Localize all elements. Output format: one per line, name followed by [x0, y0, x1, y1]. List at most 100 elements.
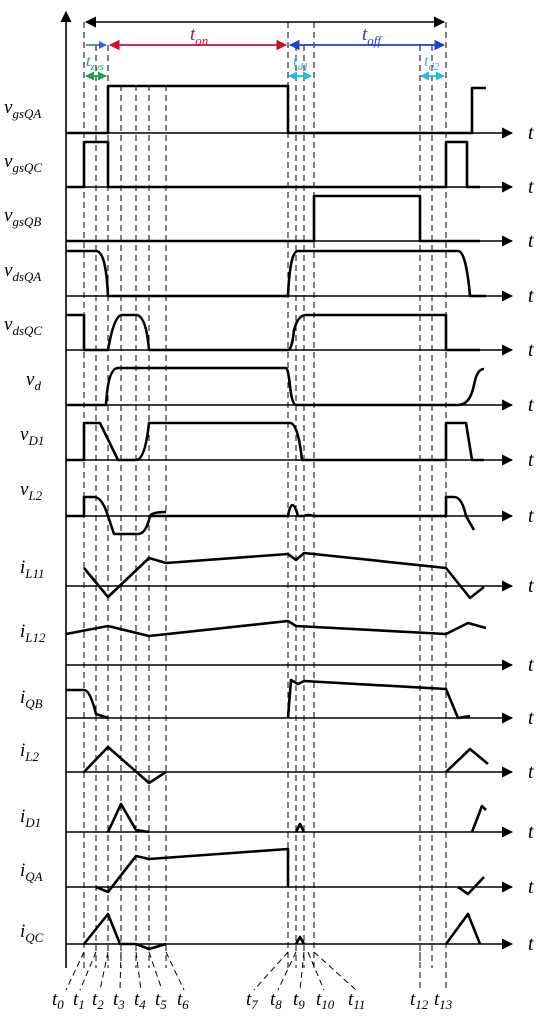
row-vdsqc: vdsQC t	[4, 313, 534, 361]
t-label-vl2: t	[528, 505, 534, 527]
label-id1: iD1	[20, 806, 41, 830]
leader-t3	[119, 951, 122, 991]
wave-vdsqa	[66, 249, 486, 298]
leader-t9	[299, 951, 305, 991]
t-label-iqa: t	[528, 876, 534, 898]
label-vd1: vD1	[20, 424, 44, 448]
tzvs-label: tzvs	[86, 53, 104, 73]
instant-t1: t1	[73, 951, 97, 1012]
t-label-il12: t	[528, 654, 534, 676]
leader-t1	[79, 951, 97, 991]
t-label-id1: t	[528, 821, 534, 843]
t-label-iqc: t	[528, 933, 534, 955]
label-vgsqc: vgsQC	[4, 151, 42, 175]
label-t1: t1	[73, 989, 85, 1012]
label-t2: t2	[92, 989, 104, 1012]
time-guides	[83, 22, 447, 968]
label-t8: t8	[270, 989, 282, 1012]
wave-vgsqc	[66, 140, 480, 189]
instant-t5: t5	[148, 951, 167, 1012]
label-vl2: vL2	[20, 479, 43, 503]
label-t7: t7	[246, 989, 258, 1012]
row-iqa: iQA t	[20, 847, 534, 898]
instant-t8: t8	[270, 951, 297, 1012]
row-il12: iL12 t	[20, 619, 534, 676]
instant-t12: t12	[410, 952, 429, 1012]
label-iqb: iQB	[20, 687, 43, 711]
t-label-il11: t	[528, 575, 534, 597]
label-vgsqa: vgsQA	[4, 97, 41, 121]
label-iqa: iQA	[20, 860, 43, 884]
row-id1: iD1 t	[20, 802, 534, 843]
label-t6: t6	[177, 989, 189, 1012]
label-vgsqb: vgsQB	[4, 205, 41, 229]
row-il11: iL11 t	[20, 551, 534, 600]
row-vgsqc: vgsQC t	[4, 140, 534, 198]
instant-t10: t10	[307, 951, 335, 1012]
t-label-il2: t	[528, 761, 534, 783]
label-vdsqc: vdsQC	[4, 314, 42, 338]
label-t0: t0	[52, 989, 64, 1012]
leader-t5	[148, 951, 163, 991]
row-vdsqa: vdsQA t	[4, 249, 534, 307]
wave-il2	[83, 745, 489, 785]
interval-annotations: ton toff tzvs td1 td2	[84, 16, 446, 81]
leader-t6	[165, 951, 185, 991]
t-label-vgsqa: t	[528, 122, 534, 144]
row-vd1: vD1 t	[20, 421, 534, 471]
row-vgsqa: vgsQA t	[4, 84, 534, 144]
row-il2: iL2 t	[20, 740, 534, 785]
leader-t2	[99, 951, 109, 991]
label-vd: vd	[26, 369, 41, 393]
instant-t6: t6	[165, 951, 189, 1012]
wave-iqb	[66, 678, 471, 720]
t-label-vdsqc: t	[528, 339, 534, 361]
leader-t0	[65, 951, 85, 991]
leader-t7	[253, 951, 289, 991]
leader-t11	[313, 951, 357, 991]
leader-t4	[135, 951, 142, 991]
label-t3: t3	[113, 989, 125, 1012]
label-t11: t11	[348, 989, 365, 1012]
t-label-vgsqb: t	[528, 230, 534, 252]
wave-il11	[82, 551, 485, 600]
wave-il12	[65, 619, 487, 638]
t-label-iqb: t	[528, 707, 534, 729]
row-iqb: iQB t	[20, 678, 534, 729]
label-il12: iL12	[20, 621, 46, 645]
td1-label: td1	[293, 53, 308, 73]
label-t9: t9	[293, 989, 305, 1012]
leader-t8	[277, 951, 297, 991]
row-vl2: vL2 t	[20, 479, 534, 536]
instant-t9: t9	[293, 951, 305, 1012]
toff-label: toff	[362, 24, 383, 48]
t-label-vd: t	[528, 394, 534, 416]
ton-label: ton	[190, 24, 208, 48]
t-label-vdsqa: t	[528, 285, 534, 307]
wave-vdsqc	[66, 313, 480, 352]
instant-t3: t3	[113, 951, 125, 1012]
row-vgsqb: vgsQB t	[4, 194, 534, 252]
t-label-vd1: t	[528, 449, 534, 471]
instant-t4: t4	[134, 951, 146, 1012]
label-t13: t13	[434, 989, 453, 1012]
wave-vgsqa	[66, 84, 486, 135]
time-labels: t0 t1 t2 t3 t4 t5 t6 t7	[52, 951, 453, 1012]
row-iqc: iQC t	[20, 912, 534, 955]
wave-vd1	[66, 421, 484, 462]
wave-vd	[66, 366, 485, 407]
instant-t7: t7	[246, 951, 289, 1012]
td2-label: td2	[424, 53, 440, 73]
label-vdsqa: vdsQA	[4, 260, 41, 284]
label-il2: iL2	[20, 740, 40, 764]
label-t10: t10	[316, 989, 335, 1012]
wave-iqa	[95, 847, 485, 896]
instant-t2: t2	[92, 951, 109, 1012]
instant-t0: t0	[52, 951, 85, 1012]
label-il11: iL11	[20, 557, 45, 581]
wave-id1	[106, 802, 487, 834]
wave-vgsqb	[66, 194, 480, 243]
instant-t13: t13	[434, 952, 453, 1012]
label-iqc: iQC	[20, 921, 44, 945]
